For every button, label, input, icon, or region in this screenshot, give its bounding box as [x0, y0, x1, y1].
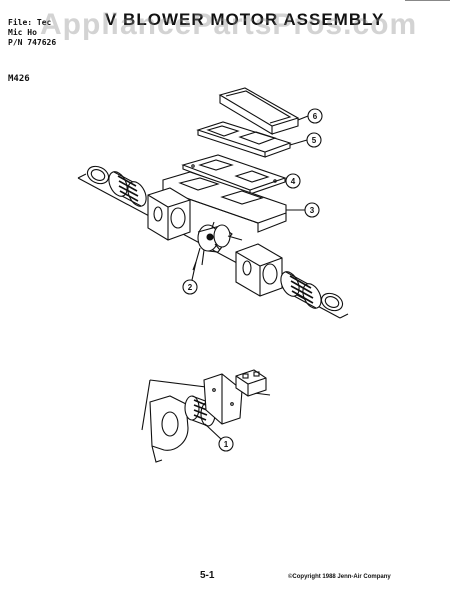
left-inlet-ring	[86, 165, 110, 185]
left-blower-wheel	[108, 171, 147, 207]
part-1-blower-assembly	[149, 369, 267, 463]
callout-2: 2	[182, 261, 198, 295]
left-blower-housing	[147, 187, 191, 241]
callout-3: 3	[286, 202, 320, 218]
callout-5-label: 5	[312, 136, 317, 145]
watermark: AppliancePartsPros.com	[40, 8, 418, 41]
copyright-notice: ©Copyright 1988 Jenn-Air Company	[288, 574, 391, 580]
callout-1-label: 1	[224, 440, 229, 449]
callout-3-label: 3	[310, 206, 315, 215]
top-edge-rule	[405, 0, 450, 1]
callout-4-label: 4	[291, 177, 296, 186]
page-number: 5-1	[200, 570, 215, 581]
page-title: V BLOWER MOTOR ASSEMBLY	[105, 10, 385, 29]
right-inlet-ring	[320, 292, 344, 312]
file-info-block: File: Tec Mic Ho P/N 747626	[8, 18, 56, 48]
callout-5: 5	[289, 132, 322, 148]
model-line: Mic Ho	[8, 28, 37, 37]
callout-6-label: 6	[313, 112, 318, 121]
part-2-motor	[192, 221, 243, 271]
right-blower-wheel	[280, 271, 322, 309]
callout-1: 1	[204, 423, 234, 452]
part-number-line: P/N 747626	[8, 38, 57, 47]
right-blower-housing	[235, 243, 283, 297]
lower-bracket-line	[141, 379, 151, 431]
file-line: File: Tec	[8, 18, 52, 27]
part-5-gasket	[196, 121, 292, 158]
callout-2-label: 2	[188, 283, 193, 292]
model-number: M426	[8, 74, 30, 84]
part-6-cover	[218, 87, 300, 135]
callout-6: 6	[297, 108, 323, 124]
callout-4: 4	[284, 173, 301, 189]
